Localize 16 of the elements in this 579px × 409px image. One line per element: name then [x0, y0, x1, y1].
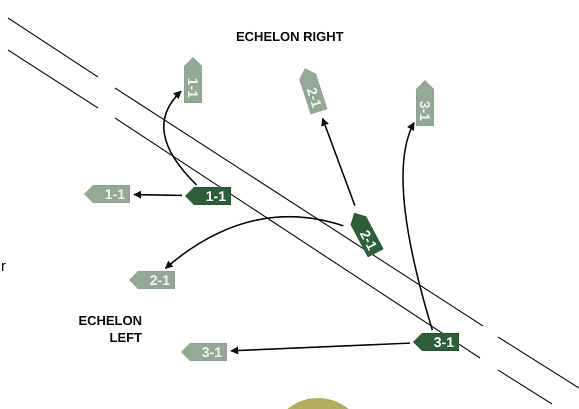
unit-marker: 3-1 [181, 343, 227, 361]
arrow [402, 122, 434, 330]
unit-marker: 1-1 [184, 57, 202, 103]
section-label: ECHELON LEFT [77, 312, 142, 346]
section-label: ECHELON RIGHT [236, 28, 344, 46]
section-label: r [1, 257, 6, 277]
arrow [163, 90, 198, 186]
unit-marker: 3-1 [416, 80, 434, 126]
unit-marker: 3-1 [413, 333, 459, 351]
arrow [321, 118, 356, 206]
unit-marker: 2-1 [129, 271, 175, 289]
arrow [164, 216, 344, 269]
arrow [133, 190, 182, 199]
arrow [230, 342, 410, 355]
unit-marker: 1-1 [185, 187, 231, 205]
unit-marker: 1-1 [84, 185, 130, 203]
